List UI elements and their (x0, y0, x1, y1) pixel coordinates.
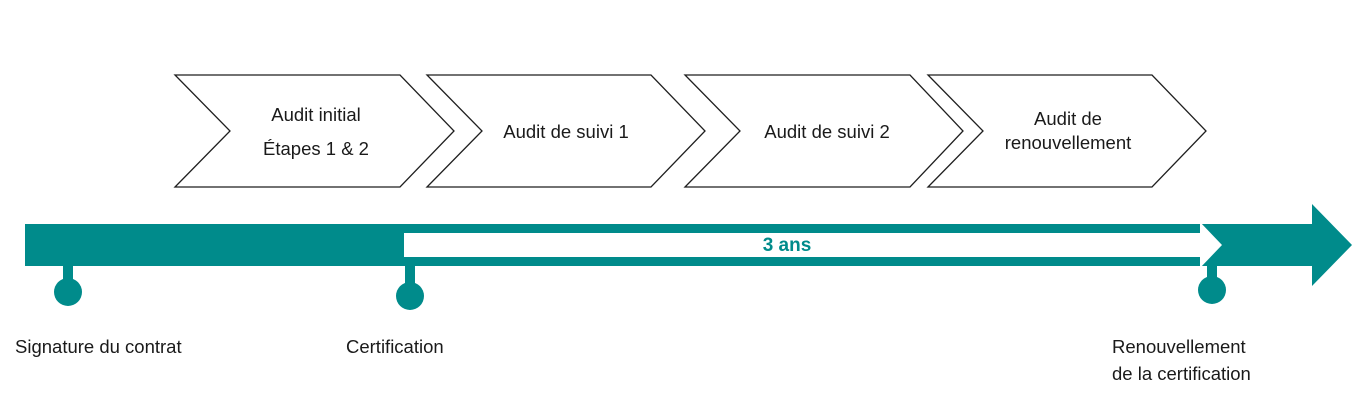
chevron-shape (926, 74, 1207, 188)
chevron-shape (425, 74, 706, 188)
milestone-label-line: Signature du contrat (15, 336, 182, 357)
duration-arrow (404, 222, 1222, 268)
milestone-marker: Renouvellement de la certification (1112, 262, 1251, 384)
milestone-stem (1207, 262, 1217, 286)
milestones: Signature du contrat Certification Renou… (15, 262, 1251, 384)
phase-chevron: Audit de renouvellement (926, 74, 1207, 188)
milestone-stem (405, 262, 415, 286)
chevron-shape (173, 74, 455, 188)
milestone-marker: Signature du contrat (15, 262, 182, 357)
milestone-marker: Certification (346, 262, 444, 357)
phase-label-line: Audit de suivi 2 (764, 121, 889, 142)
phase-label-line: Audit de (1034, 108, 1102, 129)
duration-label: 3 ans (763, 235, 812, 256)
milestone-dot (54, 278, 82, 306)
phase-chevron: Audit initial Étapes 1 & 2 (173, 74, 455, 188)
milestone-stem (63, 262, 73, 286)
milestone-dot (1198, 276, 1226, 304)
phase-chevron: Audit de suivi 2 (683, 74, 964, 188)
milestone-label-line: de la certification (1112, 363, 1251, 384)
phase-label-line: Étapes 1 & 2 (263, 138, 369, 159)
phase-label-line: Audit de suivi 1 (503, 121, 628, 142)
milestone-dot (396, 282, 424, 310)
phase-label-line: renouvellement (1005, 132, 1132, 153)
phase-label-line: Audit initial (271, 104, 360, 125)
phase-chevron: Audit de suivi 1 (425, 74, 706, 188)
phase-chevrons: Audit initial Étapes 1 & 2 Audit de suiv… (173, 74, 1207, 188)
milestone-label-line: Certification (346, 336, 444, 357)
milestone-label-line: Renouvellement (1112, 336, 1246, 357)
chevron-shape (683, 74, 964, 188)
